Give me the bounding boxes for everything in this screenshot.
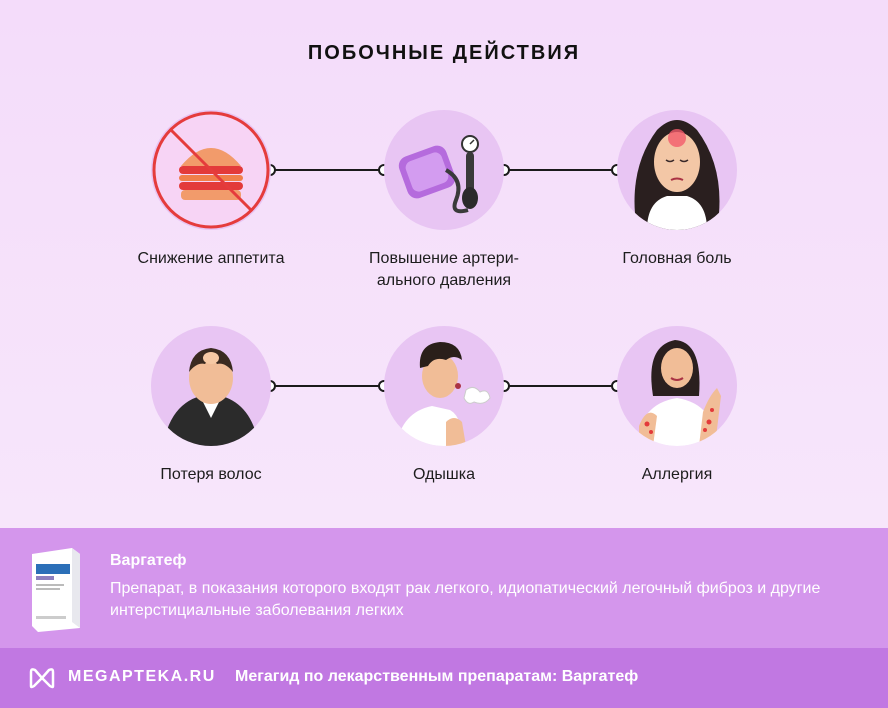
medicine-box-icon [26, 546, 84, 637]
effect-label: Снижение аппетита [137, 250, 285, 267]
blood-pressure-monitor-icon [384, 110, 504, 230]
brand-link[interactable]: MEGAPTEKA.RU [68, 668, 216, 685]
page-title: ПОБОЧНЫЕ ДЕЙСТВИЯ [307, 42, 581, 64]
drug-name: Варгатеф [110, 552, 187, 569]
effect-label: Головная боль [622, 250, 732, 267]
effect-label: Потеря волос [160, 466, 262, 483]
shortness-of-breath-man-icon [384, 326, 504, 446]
hair-loss-man-icon [151, 326, 271, 446]
allergy-woman-icon [617, 326, 737, 446]
connector-line [504, 169, 617, 171]
connector-line [270, 169, 384, 171]
effect-label: Аллергия [641, 466, 713, 483]
connector-line [270, 385, 384, 387]
footer-band [0, 648, 888, 708]
effect-label: Одышка [412, 466, 475, 483]
drug-info-band [0, 528, 888, 648]
drug-description: Препарат, в показания которого входят ра… [110, 580, 821, 619]
headache-woman-icon [617, 110, 737, 230]
no-burger-icon [151, 110, 271, 230]
megapteka-logo-icon[interactable] [28, 666, 56, 695]
connector-line [504, 385, 617, 387]
effect-label: Повышение артери- ального давления [369, 250, 519, 289]
footer-caption: Мегагид по лекарственным препаратам: Вар… [235, 668, 639, 685]
